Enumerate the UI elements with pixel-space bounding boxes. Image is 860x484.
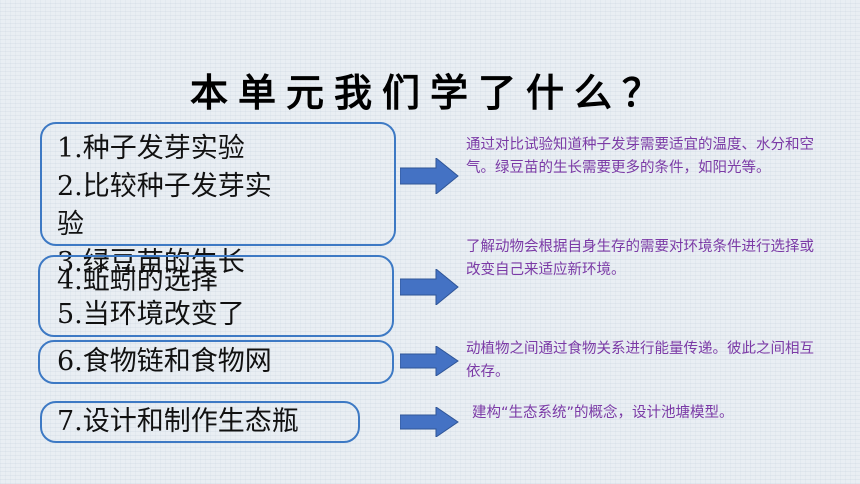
lesson-description-2: 了解动物会根据自身生存的需要对环境条件进行选择或改变自己来适应新环境。 [466, 239, 814, 278]
lesson-box-4 [40, 401, 360, 443]
lesson-item-7: 7.设计和制作生态瓶 [57, 406, 299, 437]
lesson-item-3: 3.绿豆苗的生长 [57, 247, 245, 278]
arrow-right-icon [400, 158, 459, 194]
lesson-description-4: 建构“生态系统”的概念，设计池塘模型。 [472, 405, 734, 421]
lesson-box-1 [40, 122, 396, 246]
lesson-item-2: 2.比较种子发芽实 [57, 171, 272, 202]
lesson-description-1: 通过对比试验知道种子发芽需要适宜的温度、水分和空气。绿豆苗的生长需要更多的条件，… [466, 137, 814, 176]
lesson-box-2 [38, 255, 394, 337]
lesson-item-2-continued: 验 [57, 209, 84, 240]
lesson-item-4: 4.蚯蚓的选择 [57, 265, 218, 296]
arrow-right-icon [400, 407, 459, 437]
lesson-item-6: 6.食物链和食物网 [57, 346, 272, 377]
lesson-description-3: 动植物之间通过食物关系进行能量传递。彼此之间相互依存。 [466, 341, 814, 380]
lesson-box-3 [38, 340, 394, 384]
arrow-right-icon [400, 269, 459, 305]
slide-title: 本单元我们学了什么？ [189, 71, 670, 115]
arrow-right-icon [400, 346, 459, 376]
lesson-item-5: 5.当环境改变了 [57, 299, 245, 330]
lesson-item-1: 1.种子发芽实验 [57, 133, 245, 164]
